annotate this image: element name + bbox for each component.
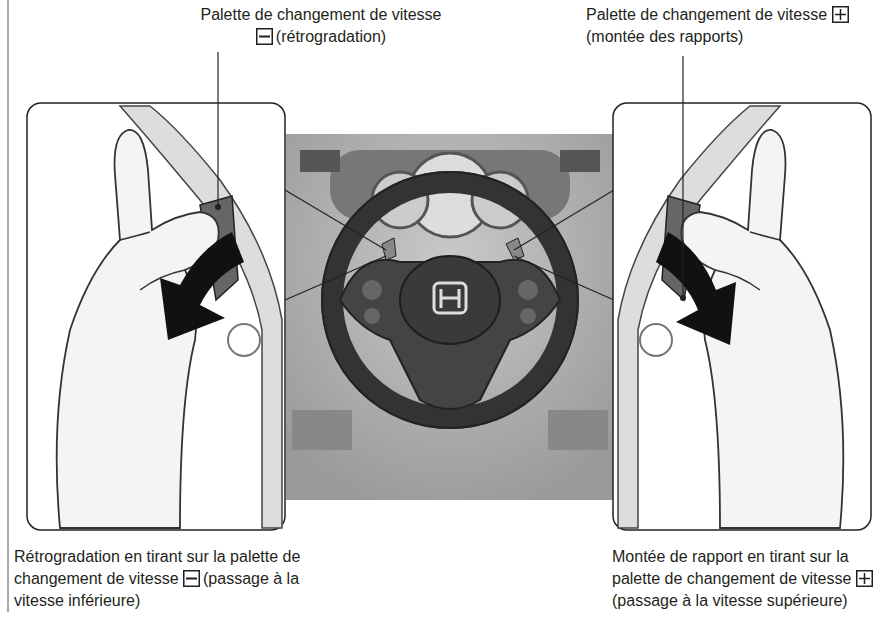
label-text: (rétrogradation): [276, 28, 386, 45]
label-text: (montée des rapports): [586, 28, 743, 45]
label-text: (passage à la vitesse supérieure): [612, 592, 848, 609]
minus-symbol: [256, 28, 273, 45]
label-text: Palette de changement de vitesse: [586, 6, 827, 23]
label-text: Montée de rapport en tirant sur la palet…: [612, 548, 851, 587]
plus-symbol: [832, 6, 849, 23]
paddle-label: Palette de changement de vitesse (montée…: [586, 4, 886, 48]
plus-symbol: [856, 570, 873, 587]
minus-symbol: [183, 570, 200, 587]
label-text: Palette de changement de vitesse: [200, 6, 441, 23]
action-label: Rétrogradation en tirant sur la palette …: [14, 546, 314, 612]
paddle-label: Palette de changement de vitesse (rétrog…: [196, 4, 446, 48]
action-label: Montée de rapport en tirant sur la palet…: [612, 546, 880, 612]
